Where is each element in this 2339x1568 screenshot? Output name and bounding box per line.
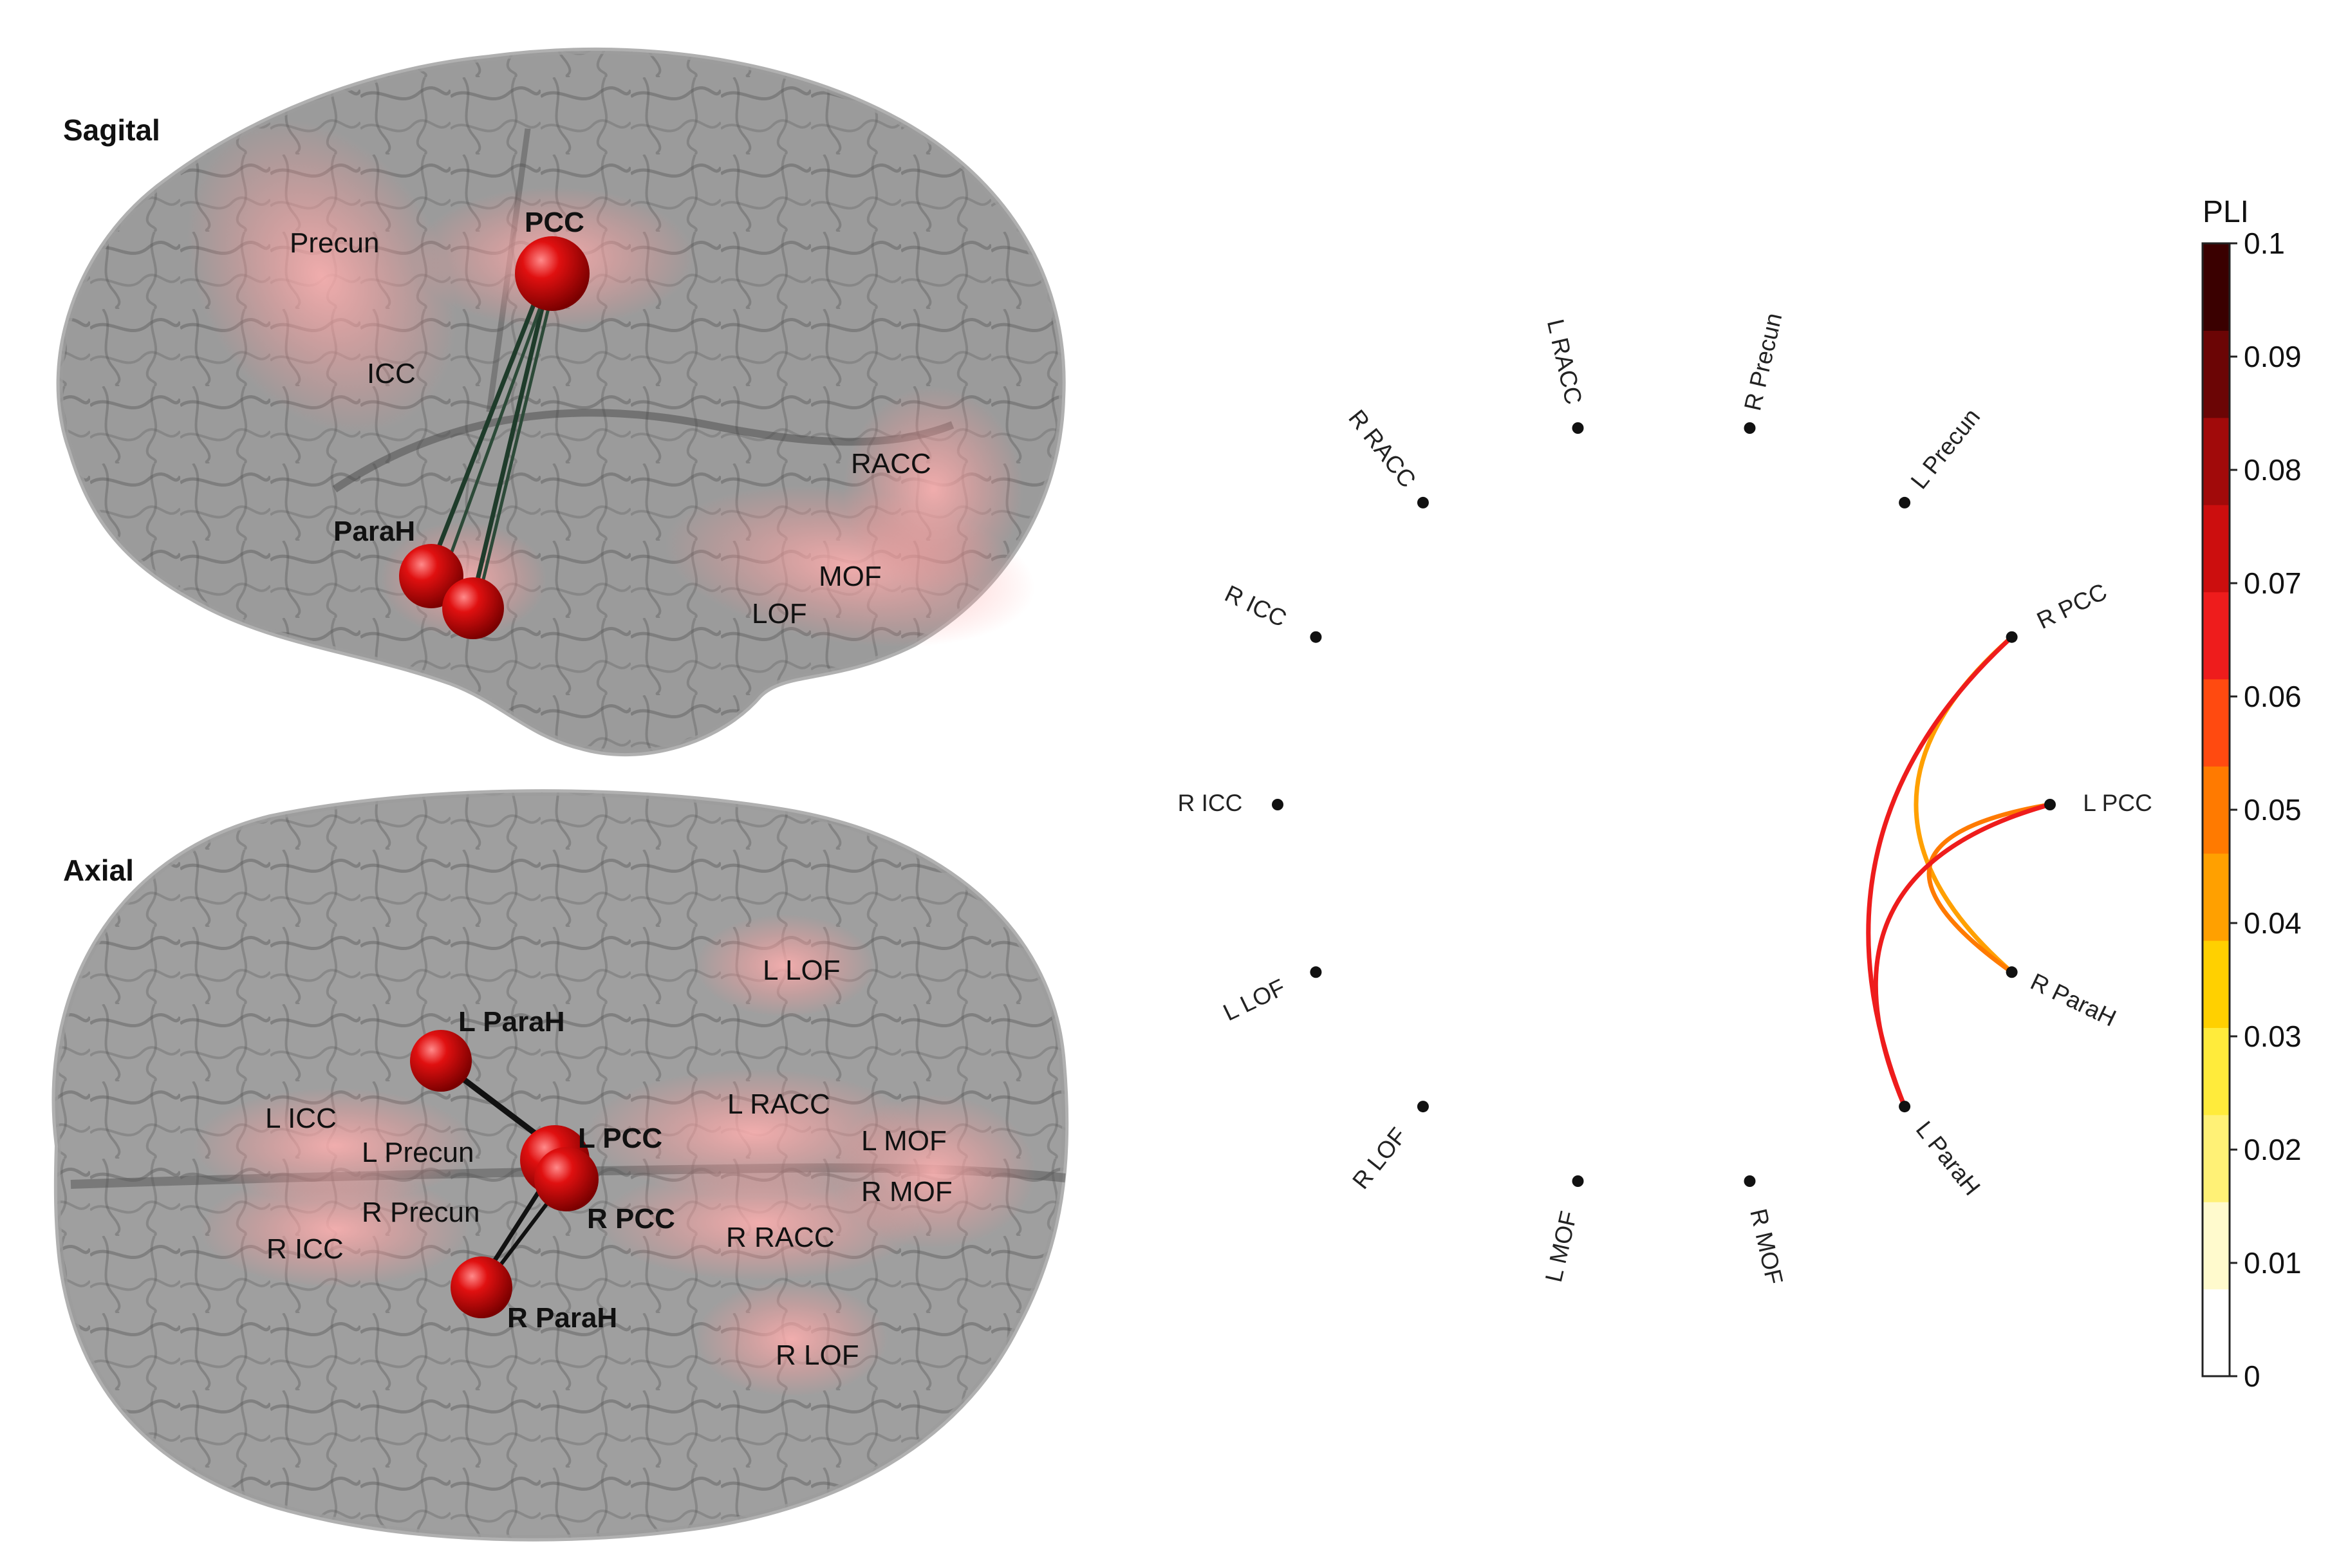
label-r-racc: R RACC bbox=[726, 1222, 835, 1253]
colorbar-segment-11 bbox=[2203, 330, 2230, 418]
label-pcc: PCC bbox=[525, 207, 584, 238]
colorbar-ticks: 0 0.01 0.02 0.03 0.04 0.05 0.06 0.07 0.08 0.09 0.1 bbox=[2230, 227, 2302, 1393]
colorbar-tick-label-5: 0.05 bbox=[2244, 793, 2302, 826]
label-l-lof: L LOF bbox=[763, 955, 841, 986]
colorbar-segment-2 bbox=[2203, 1114, 2230, 1202]
axial-panel: Axial L LOF L Para bbox=[51, 789, 1069, 1542]
colorbar-tick-label-2: 0.02 bbox=[2244, 1133, 2302, 1166]
label-r-pcc: R PCC bbox=[587, 1203, 675, 1235]
label-r-parah: R ParaH bbox=[507, 1302, 617, 1334]
connectogram-node-r-pcc bbox=[2006, 631, 2018, 643]
connectogram-labels: R Precun L Precun R PCC L PCC R ParaH L ParaH… bbox=[1178, 310, 2152, 1287]
connectogram-label-r-mof: R MOF bbox=[1745, 1206, 1788, 1287]
label-r-precun: R Precun bbox=[362, 1197, 480, 1228]
sagittal-title: Sagital bbox=[63, 113, 160, 147]
colorbar-segment-5 bbox=[2203, 853, 2230, 941]
connectogram-label-r-parah: R ParaH bbox=[2027, 968, 2121, 1031]
colorbar-tick-label-6: 0.06 bbox=[2244, 680, 2302, 713]
label-r-icc: R ICC bbox=[266, 1233, 344, 1265]
colorbar-segment-12 bbox=[2203, 243, 2230, 331]
connectogram-label-l-racc: L RACC bbox=[1542, 317, 1587, 407]
axial-title: Axial bbox=[63, 854, 134, 887]
connectogram-label-r-icc: R ICC bbox=[1178, 790, 1243, 816]
colorbar-segment-0 bbox=[2203, 1289, 2230, 1377]
colorbar-tick-label-10: 0.1 bbox=[2244, 227, 2285, 260]
colorbar-segment-9 bbox=[2203, 505, 2230, 593]
connectogram-edge-2 bbox=[1926, 802, 2051, 975]
connectogram-node-r-precun bbox=[1744, 422, 1756, 434]
label-l-parah: L ParaH bbox=[458, 1006, 565, 1038]
label-parah: ParaH bbox=[333, 516, 415, 547]
colorbar-tick-label-9: 0.09 bbox=[2244, 340, 2302, 373]
connectogram-node-l-racc bbox=[1572, 422, 1584, 434]
label-l-pcc: L PCC bbox=[578, 1123, 662, 1154]
connectogram-label-r-pcc: R PCC bbox=[2033, 578, 2111, 634]
node-sphere-parah-2 bbox=[442, 577, 504, 639]
sagittal-panel: Sagital Precun PCC bbox=[56, 47, 1066, 757]
connectogram-label-r-racc: R RACC bbox=[1343, 405, 1421, 492]
colorbar-segment-1 bbox=[2203, 1202, 2230, 1290]
connectogram-label-l-lof: L LOF bbox=[1219, 974, 1289, 1026]
sagittal-nodes bbox=[399, 236, 590, 639]
node-sphere-l-parah bbox=[410, 1030, 472, 1092]
connectogram-label-l-mof: L MOF bbox=[1540, 1209, 1582, 1285]
connectogram-node-r-racc bbox=[1417, 496, 1429, 509]
colorbar-tick-label-8: 0.08 bbox=[2244, 453, 2302, 487]
label-icc: ICC bbox=[367, 358, 416, 389]
connectogram-node-r-icc bbox=[1272, 799, 1283, 810]
node-sphere-r-parah bbox=[451, 1256, 512, 1318]
connectogram-node-l-parah bbox=[1899, 1101, 1911, 1113]
connectogram-label-r-icc: R ICC bbox=[1221, 580, 1291, 632]
colorbar-segment-7 bbox=[2203, 678, 2230, 767]
connectogram-node-r-parah bbox=[2006, 966, 2018, 978]
label-l-racc: L RACC bbox=[727, 1088, 830, 1120]
colorbar-title: PLI bbox=[2203, 195, 2249, 229]
connectogram-node-l-precun bbox=[1899, 496, 1911, 509]
colorbar: PLI 0 0.01 0.02 0.03 0.04 0.05 0.06 0.07 0.08 0.0… bbox=[2201, 195, 2302, 1393]
label-r-mof: R MOF bbox=[861, 1176, 953, 1208]
node-sphere-pcc bbox=[515, 236, 590, 311]
connectogram-label-r-lof: R LOF bbox=[1347, 1123, 1412, 1194]
connectogram-edge-1 bbox=[1866, 635, 2013, 1108]
colorbar-segment-6 bbox=[2203, 766, 2230, 854]
connectogram-node-r-lof bbox=[1417, 1101, 1429, 1113]
connectogram: R Precun L Precun R PCC L PCC R ParaH L ParaH… bbox=[1178, 310, 2152, 1287]
connectogram-node-l-pcc bbox=[2044, 799, 2056, 810]
colorbar-segment-8 bbox=[2203, 592, 2230, 680]
connectogram-edge-3 bbox=[1873, 802, 2051, 1108]
connectogram-node-r-mof bbox=[1744, 1175, 1756, 1187]
label-lof: LOF bbox=[752, 598, 807, 630]
connectogram-label-r-precun: R Precun bbox=[1739, 310, 1787, 413]
connectogram-edges bbox=[1866, 635, 2051, 1108]
colorbar-segment-10 bbox=[2203, 417, 2230, 505]
connectogram-label-l-pcc: L PCC bbox=[2083, 790, 2152, 816]
connectogram-label-l-parah: L ParaH bbox=[1911, 1116, 1986, 1200]
sagittal-brain-surface bbox=[56, 47, 1066, 757]
connectogram-label-l-precun: L Precun bbox=[1906, 404, 1986, 494]
colorbar-tick-label-7: 0.07 bbox=[2244, 566, 2302, 600]
sagittal-edges bbox=[429, 269, 559, 599]
colorbar-segment-4 bbox=[2203, 940, 2230, 1028]
connectogram-nodes bbox=[1272, 422, 2056, 1187]
label-l-precun: L Precun bbox=[362, 1137, 474, 1168]
colorbar-segments bbox=[2203, 243, 2230, 1377]
connectogram-node-l-lof bbox=[1310, 966, 1322, 978]
label-r-lof: R LOF bbox=[776, 1339, 859, 1371]
colorbar-tick-label-4: 0.04 bbox=[2244, 906, 2302, 940]
label-racc: RACC bbox=[851, 448, 931, 480]
label-l-icc: L ICC bbox=[265, 1103, 337, 1134]
colorbar-segment-3 bbox=[2203, 1027, 2230, 1115]
connectogram-node-l-mof bbox=[1572, 1175, 1584, 1187]
label-l-mof: L MOF bbox=[861, 1125, 947, 1157]
node-sphere-r-pcc bbox=[534, 1147, 599, 1211]
label-precun: Precun bbox=[290, 227, 379, 259]
colorbar-tick-label-3: 0.03 bbox=[2244, 1020, 2302, 1053]
connectogram-node-r-icc bbox=[1310, 631, 1322, 643]
colorbar-tick-label-1: 0.01 bbox=[2244, 1246, 2302, 1280]
label-mof: MOF bbox=[819, 561, 882, 592]
colorbar-tick-label-0: 0 bbox=[2244, 1359, 2260, 1393]
axial-nodes bbox=[410, 1030, 599, 1318]
